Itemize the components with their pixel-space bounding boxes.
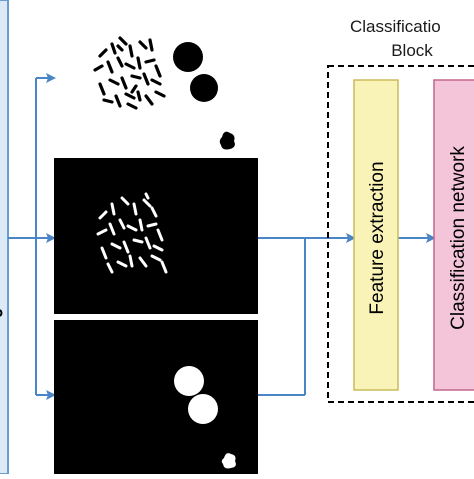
input-strip-glyph	[0, 309, 3, 317]
nucleus-top-a	[173, 42, 203, 72]
nucleus-mask-panel	[54, 320, 258, 474]
split-arrows	[8, 73, 56, 400]
nucleus-mask-a	[174, 366, 204, 396]
classification-block-border	[327, 65, 474, 403]
classification-network-label: Classification network	[448, 146, 469, 330]
merge-arrows	[258, 233, 436, 396]
classification-block-title-line1: Classificatio	[350, 17, 441, 36]
nucleus-top-b	[190, 74, 218, 102]
debris-top	[219, 131, 235, 150]
input-strip	[0, 0, 9, 475]
feature-extraction-label: Feature extraction	[367, 161, 388, 314]
debris-mask	[221, 453, 236, 469]
original-image	[93, 36, 235, 150]
classification-network-box	[433, 79, 474, 391]
classification-block-title-line2: Block	[391, 41, 433, 60]
feature-extraction-box	[353, 79, 399, 391]
chromosome-mask-panel	[54, 158, 258, 314]
nucleus-mask-b	[188, 394, 218, 424]
chromosome-cluster-dark	[93, 36, 166, 110]
chromosome-cluster-white	[96, 192, 168, 274]
